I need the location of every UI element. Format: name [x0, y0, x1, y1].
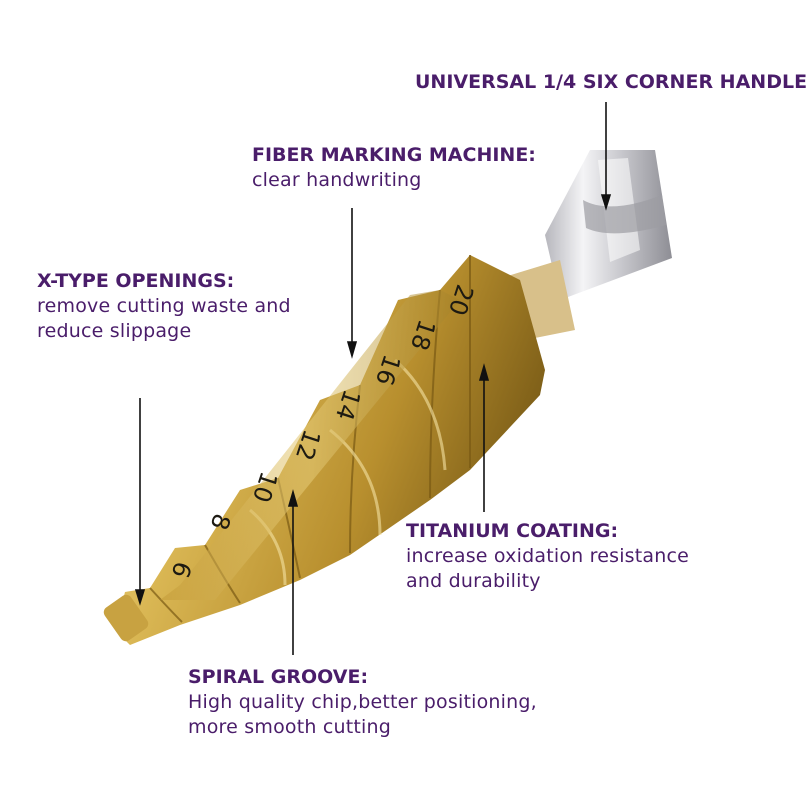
- step-drill-body: [103, 255, 545, 645]
- callout-handle: UNIVERSAL 1/4 SIX CORNER HANDLE: [415, 70, 807, 95]
- callout-fiber-line: clear handwriting: [252, 169, 422, 191]
- callout-spiral-title: SPIRAL GROOVE:: [188, 666, 369, 688]
- callout-titanium-title: TITANIUM COATING:: [406, 520, 619, 542]
- callout-xtype-title: X-TYPE OPENINGS:: [37, 270, 235, 292]
- callout-xtype-line: reduce slippage: [37, 320, 192, 342]
- callout-spiral-groove: SPIRAL GROOVE: High quality chip,better …: [188, 665, 537, 740]
- callout-spiral-line: more smooth cutting: [188, 716, 392, 738]
- callout-spiral-line: High quality chip,better positioning,: [188, 691, 537, 713]
- pointer-lines: [134, 102, 612, 655]
- callout-fiber-marking: FIBER MARKING MACHINE: clear handwriting: [252, 143, 536, 193]
- callout-fiber-title: FIBER MARKING MACHINE:: [252, 144, 536, 166]
- callout-titanium-coating: TITANIUM COATING: increase oxidation res…: [406, 519, 689, 594]
- callout-titanium-line: increase oxidation resistance: [406, 545, 690, 567]
- callout-titanium-line: and durability: [406, 570, 541, 592]
- callout-handle-title: UNIVERSAL 1/4 SIX CORNER HANDLE: [415, 71, 807, 93]
- callout-xtype-line: remove cutting waste and: [37, 295, 291, 317]
- callout-x-type-openings: X-TYPE OPENINGS: remove cutting waste an…: [37, 269, 291, 344]
